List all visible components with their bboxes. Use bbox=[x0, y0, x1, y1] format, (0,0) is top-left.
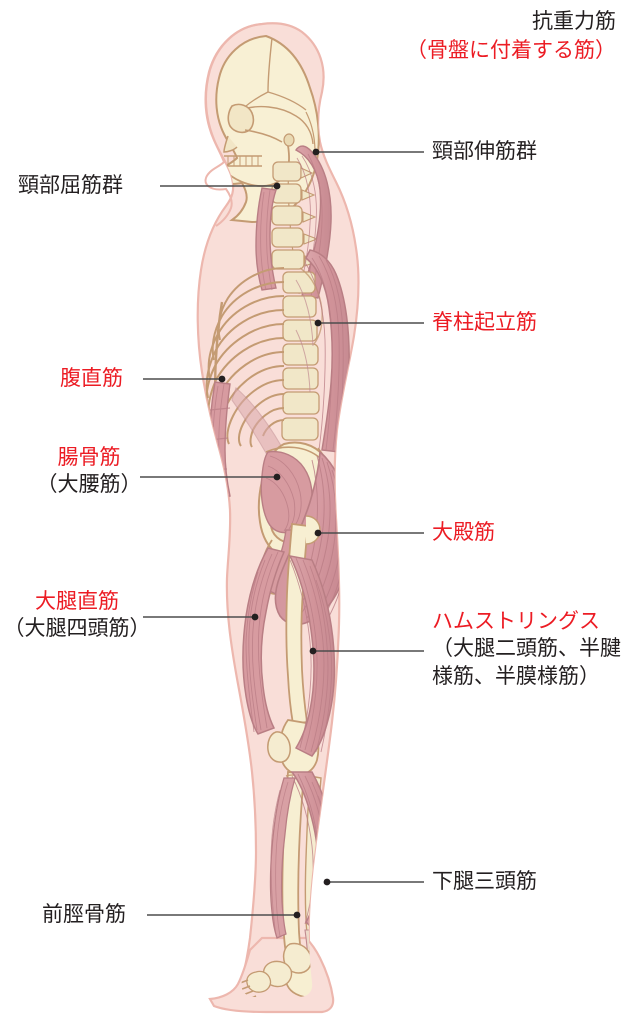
label-rectus-femoris: 大腿直筋 （大腿四頭筋） bbox=[2, 588, 152, 643]
title-line-2: （骨盤に付着する筋） bbox=[406, 38, 616, 62]
label-rectus-abdominis: 腹直筋 bbox=[60, 367, 123, 390]
label-iliacus-line-1: 腸骨筋 bbox=[57, 446, 121, 469]
title-line-1: 抗重力筋 bbox=[532, 10, 616, 33]
cervical-spine bbox=[271, 159, 320, 270]
rectus-femoris-muscle bbox=[242, 547, 286, 735]
label-hamstrings-line-1: ハムストリングス bbox=[432, 610, 600, 633]
label-neck-flexors: 頸部屈筋群 bbox=[18, 174, 123, 197]
neck-flexor-muscles bbox=[255, 187, 277, 291]
label-hamstrings-line-3: 様筋、半膜様筋） bbox=[432, 664, 600, 688]
label-hamstrings: ハムストリングス （大腿二頭筋、半腱 様筋、半膜様筋） bbox=[432, 608, 621, 690]
label-neck-extensors: 頸部伸筋群 bbox=[432, 140, 537, 163]
tibialis-anterior-muscle bbox=[269, 777, 296, 939]
label-gluteus-maximus: 大殿筋 bbox=[432, 521, 495, 544]
leader-lines bbox=[140, 148, 424, 919]
erector-spinae-muscle bbox=[295, 249, 350, 453]
label-rectus-femoris-line-1: 大腿直筋 bbox=[35, 590, 119, 613]
label-iliacus-line-2: （大腰筋） bbox=[36, 473, 142, 497]
label-erector-spinae: 脊柱起立筋 bbox=[432, 311, 537, 334]
hamstrings-muscle bbox=[288, 554, 336, 757]
label-iliacus: 腸骨筋 （大腰筋） bbox=[14, 444, 164, 499]
ribcage bbox=[205, 267, 323, 448]
label-rectus-femoris-line-2: （大腿四頭筋） bbox=[3, 617, 151, 641]
diagram-title: 抗重力筋 （骨盤に付着する筋） bbox=[406, 8, 616, 66]
label-tibialis-anterior: 前脛骨筋 bbox=[42, 903, 126, 926]
label-triceps-surae: 下腿三頭筋 bbox=[432, 870, 537, 893]
label-hamstrings-line-2: （大腿二頭筋、半腱 bbox=[432, 637, 621, 661]
